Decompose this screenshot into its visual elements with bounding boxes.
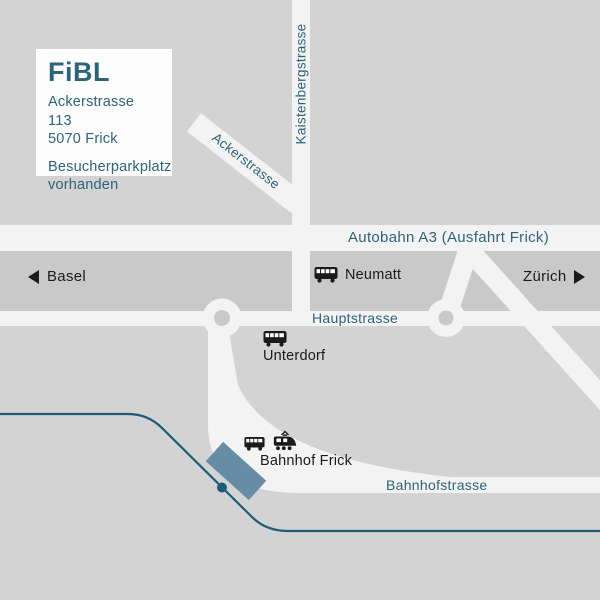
bus-icon [314,267,338,283]
right-triangle-icon [574,269,586,284]
direction-zurich: Zürich [523,268,586,285]
stop-neumatt-label: Neumatt [345,266,402,283]
stop-unterdorf-label: Unterdorf [263,348,326,364]
info-box: FiBL Ackerstrasse 113 5070 Frick Besuche… [36,49,172,193]
railway-line [0,412,600,533]
station-building-block [205,441,267,501]
note-line: vorhanden [48,177,119,193]
railway-stop-dot-icon [217,482,227,493]
road-bahnhofstrasse-bend-shape [208,318,600,493]
fibl-logo: FiBL [48,57,110,87]
roundabout-east-island [438,310,454,326]
direction-basel: Basel [28,268,86,285]
bus-icon [263,331,287,347]
stop-bahnhof-label: Bahnhof Frick [260,453,353,469]
label-bahnhofstrasse: Bahnhofstrasse [386,477,488,493]
left-triangle-icon [28,269,39,284]
note-line: Besucherparkplatz [48,158,172,175]
road-diagonal-shape [455,236,600,410]
bus-icon [244,436,265,451]
address-line: Ackerstrasse 113 [48,94,135,129]
address-line: 5070 Frick [48,131,118,147]
road-ackerstrasse-shape [186,113,306,213]
info-note: Besucherparkplatz vorhanden [48,158,172,195]
label-kaistenbergstrasse: Kaistenbergstrasse [293,23,309,145]
train-icon [273,430,297,451]
direction-basel-label: Basel [47,268,87,285]
roundabout-west-island [214,310,230,326]
direction-zurich-label: Zürich [523,268,567,285]
bus-stop-unterdorf: Unterdorf [263,330,325,364]
label-autobahn-a3: Autobahn A3 (Ausfahrt Frick) [348,229,549,246]
station-bahnhof-frick: Bahnhof Frick [244,430,352,469]
label-hauptstrasse: Hauptstrasse [312,310,399,326]
bus-stop-neumatt: Neumatt [314,266,401,283]
road-kaistenbergstrasse [292,0,310,311]
info-address: Ackerstrasse 113 5070 Frick [48,93,162,149]
station-icons [244,430,352,451]
